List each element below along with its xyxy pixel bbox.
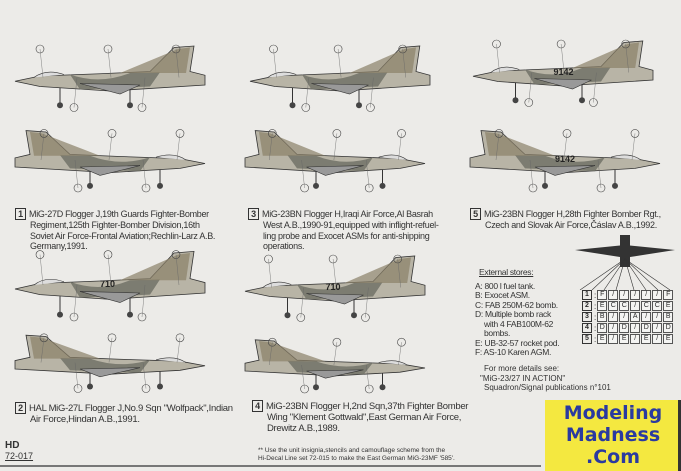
- aircraft-5-side: 9142: [468, 35, 658, 110]
- store-cell: /: [619, 290, 630, 300]
- store-cell: E: [641, 334, 652, 344]
- aircraft-1-side: [10, 40, 210, 115]
- store-cell: E: [597, 301, 608, 311]
- store-cell: D: [619, 323, 630, 333]
- separator: :: [594, 312, 597, 322]
- aircraft-1-side-right: [10, 125, 210, 195]
- aircraft-3-side-right: [240, 125, 430, 195]
- row-number: 3: [582, 312, 592, 322]
- watermark-logo: Modeling Madness .Com: [545, 400, 681, 471]
- store-cell: /: [608, 323, 619, 333]
- aircraft-3-side: [245, 40, 435, 115]
- store-cell: /: [652, 323, 663, 333]
- reference-text: For more details see: "MiG-23/27 IN ACTI…: [480, 364, 611, 392]
- store-cell: /: [641, 312, 652, 322]
- store-cell: E: [663, 334, 674, 344]
- separator: :: [594, 323, 597, 333]
- external-stores-legend: External stores: A: 800 l fuel tank. B: …: [475, 267, 575, 358]
- stores-title: External stores:: [479, 267, 534, 277]
- store-cell: /: [630, 290, 641, 300]
- aircraft-code: 710: [100, 278, 116, 289]
- store-cell: C: [652, 301, 663, 311]
- caption-number: 4: [252, 400, 263, 412]
- store-cell: D: [641, 323, 652, 333]
- row-number: 5: [582, 334, 592, 344]
- row-number: 1: [582, 290, 592, 300]
- caption-number: 1: [15, 208, 26, 220]
- row-number: 2: [582, 301, 592, 311]
- store-cell: D: [663, 323, 674, 333]
- caption-number: 3: [248, 208, 259, 220]
- store-cell: /: [608, 290, 619, 300]
- decal-note: ** Use the unit insignia,stencils and ca…: [258, 447, 455, 462]
- grid-row: 3:B//A//B: [582, 312, 674, 322]
- caption-number: 2: [15, 402, 26, 414]
- aircraft-2-side: 710: [10, 245, 210, 325]
- grid-row: 5:E/E/E/E: [582, 334, 674, 344]
- aircraft-code: 9142: [553, 66, 574, 77]
- store-cell: /: [608, 334, 619, 344]
- store-cell: A: [630, 312, 641, 322]
- aircraft-2-side-right: [10, 330, 210, 395]
- store-cell: /: [652, 312, 663, 322]
- separator: :: [594, 334, 597, 344]
- store-cell: C: [608, 301, 619, 311]
- store-cell: E: [619, 334, 630, 344]
- caption-number: 5: [470, 208, 481, 220]
- store-cell: C: [619, 301, 630, 311]
- aircraft-code: 9142: [555, 154, 576, 165]
- aircraft-5-side-right: 9142: [465, 125, 665, 195]
- store-cell: /: [630, 334, 641, 344]
- grid-row: 4:D/D/D/D: [582, 323, 674, 333]
- row-number: 4: [582, 323, 592, 333]
- store-cell: F: [663, 290, 674, 300]
- separator: :: [594, 301, 597, 311]
- store-cell: D: [597, 323, 608, 333]
- aircraft-4-side-right: [240, 335, 430, 395]
- store-cell: /: [652, 334, 663, 344]
- store-cell: E: [663, 301, 674, 311]
- store-cell: /: [641, 290, 652, 300]
- store-cell: /: [630, 301, 641, 311]
- store-cell: C: [641, 301, 652, 311]
- grid-row: 1:F/////F: [582, 290, 674, 300]
- aircraft-4-side: 710: [240, 250, 430, 325]
- brand-mark: HD: [5, 440, 20, 451]
- store-cell: /: [608, 312, 619, 322]
- aircraft-code: 710: [325, 281, 341, 292]
- store-cell: B: [663, 312, 674, 322]
- divider: [0, 465, 541, 467]
- separator: :: [594, 290, 597, 300]
- store-cell: F: [597, 290, 608, 300]
- store-cell: E: [597, 334, 608, 344]
- product-code: HD 72-017: [5, 440, 34, 461]
- store-cell: /: [652, 290, 663, 300]
- store-cell: /: [619, 312, 630, 322]
- store-cell: B: [597, 312, 608, 322]
- store-cell: /: [630, 323, 641, 333]
- aircraft-front-view: [570, 235, 680, 291]
